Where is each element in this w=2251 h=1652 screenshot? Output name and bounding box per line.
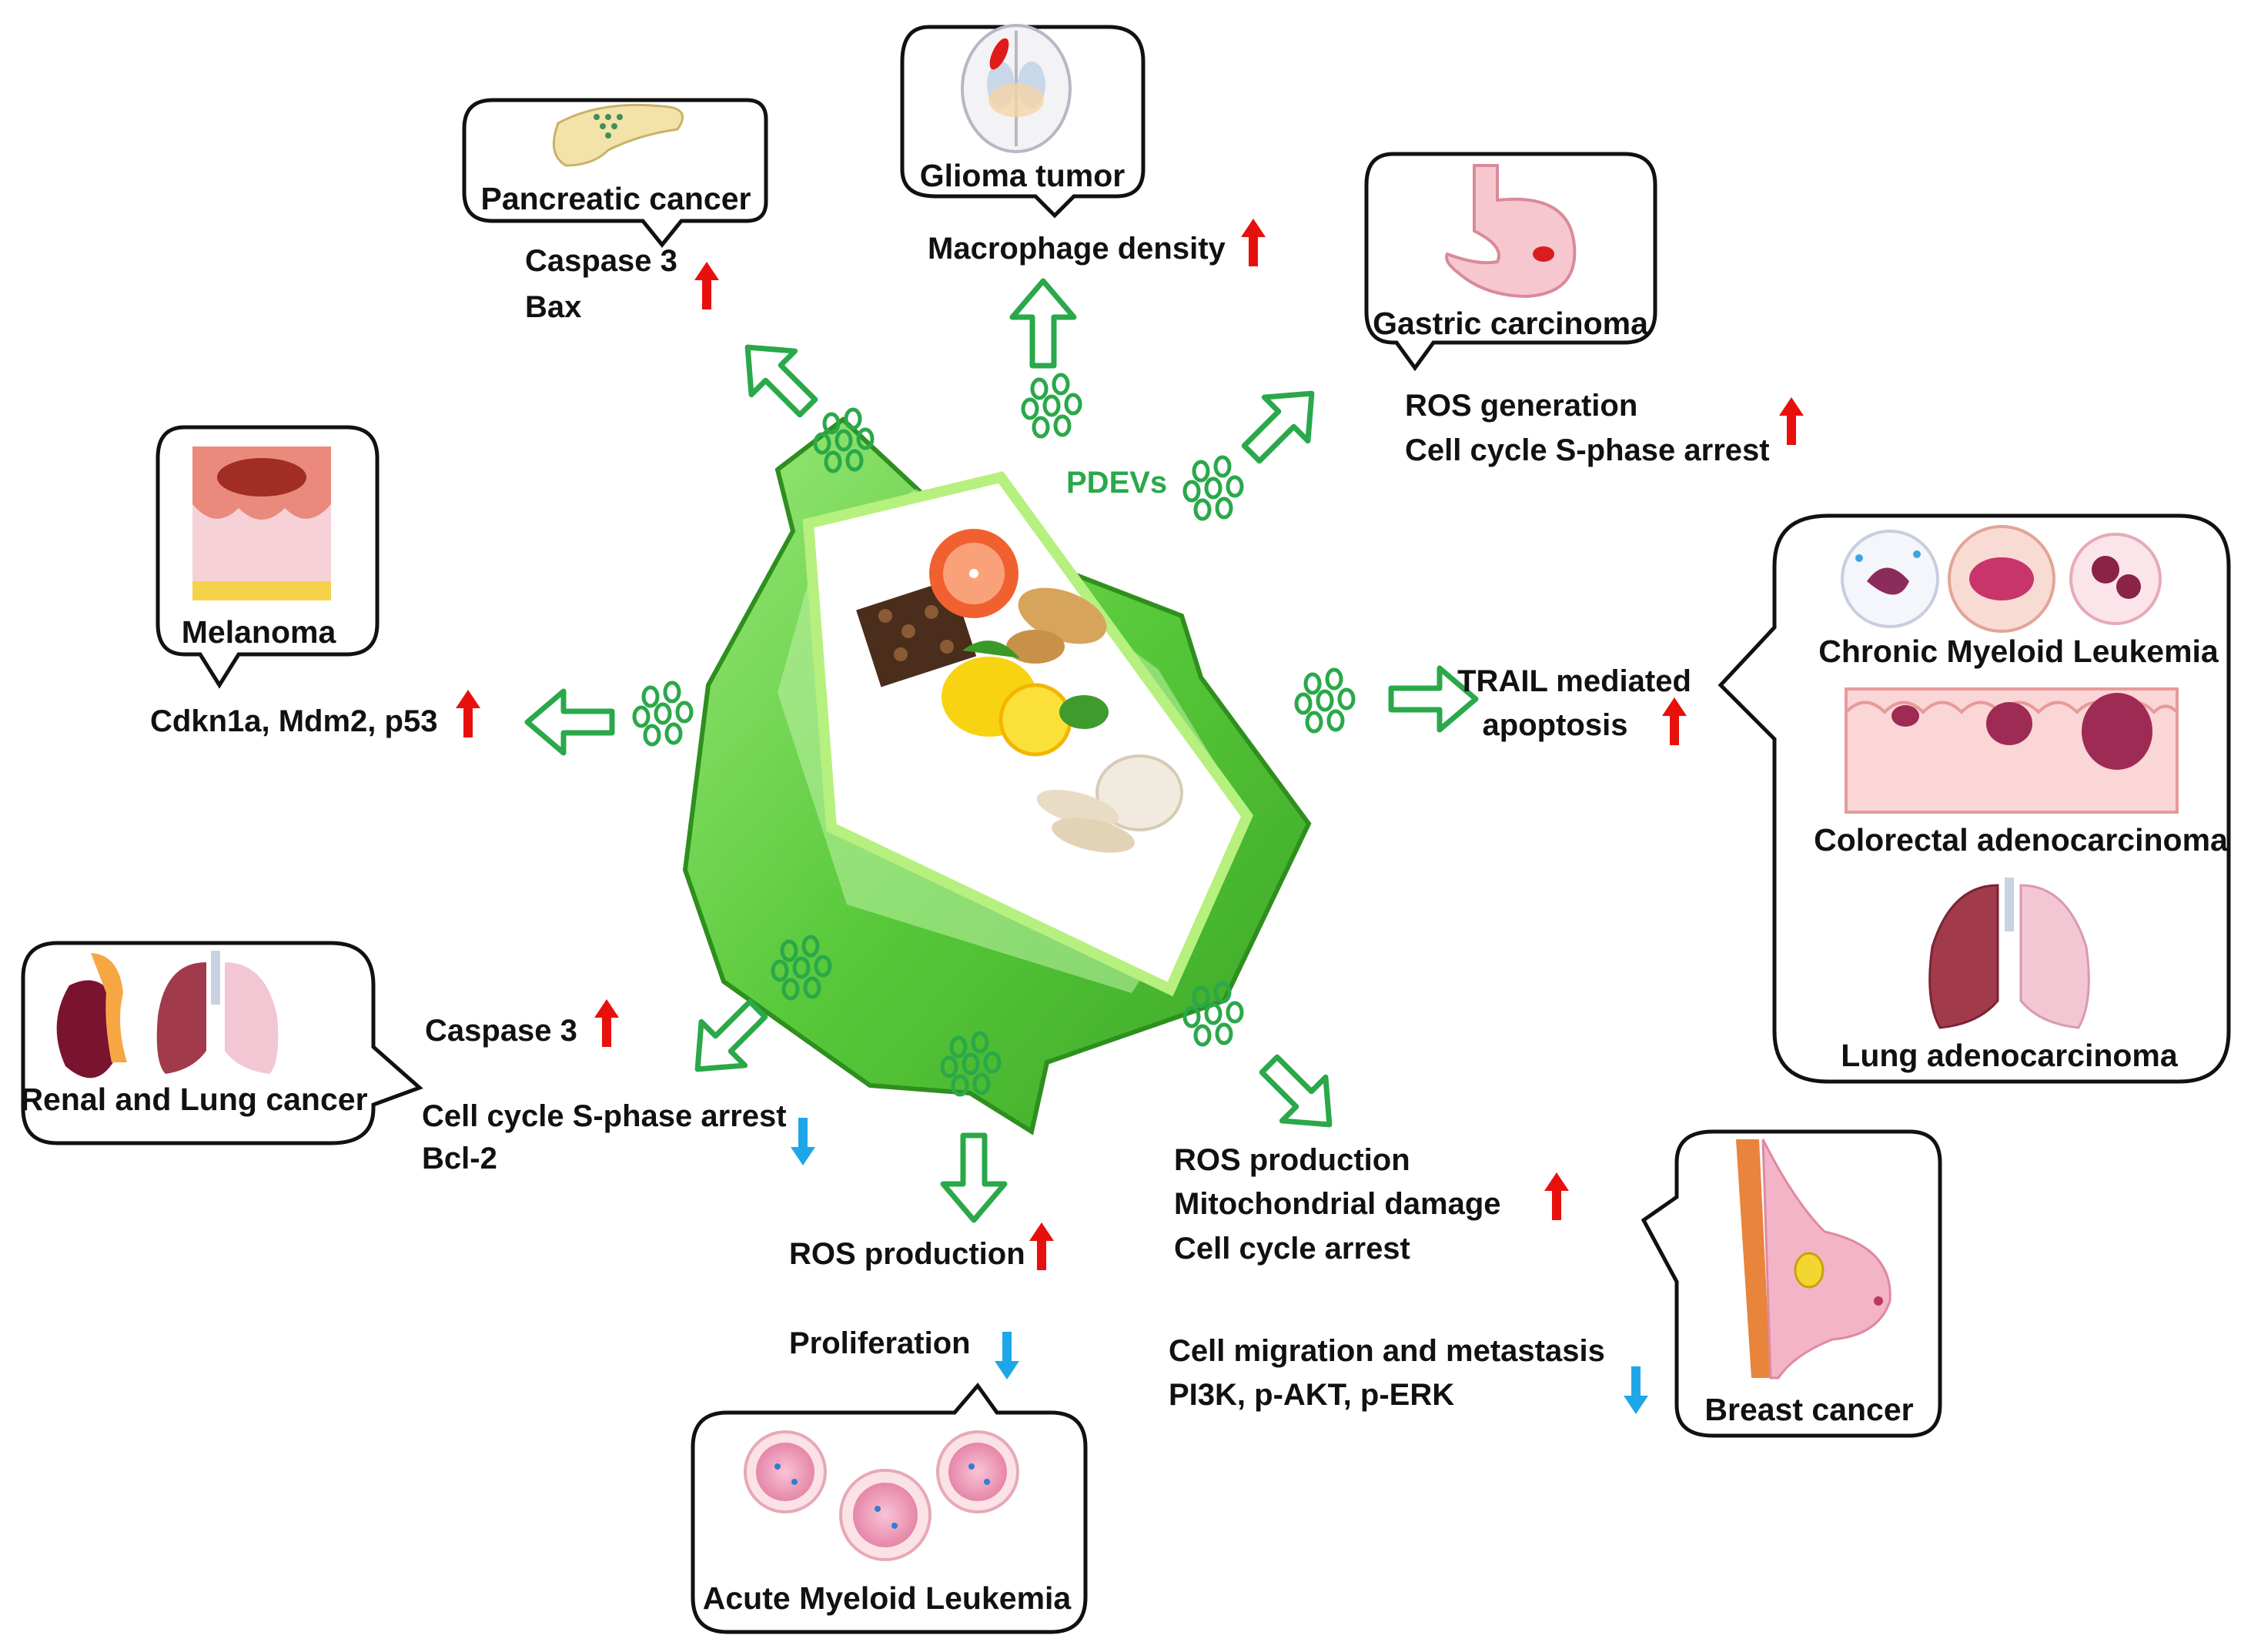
glioma-label: Glioma tumor — [920, 158, 1126, 193]
vesicle-cluster — [634, 683, 691, 744]
pancreatic-callout: Pancreatic cancer — [462, 98, 768, 248]
gastric-callout: Gastric carcinoma — [1364, 152, 1657, 372]
vesicle-cluster — [1296, 670, 1353, 731]
breast-icon — [1736, 1139, 1891, 1379]
renal-lung-callout: Renal and Lung cancer — [20, 941, 423, 1145]
arrow-to-pancreatic — [726, 326, 829, 429]
lung-adeno-label: Lung adenocarcinoma — [1841, 1038, 2179, 1073]
renal-down-effect-2: Bcl-2 — [422, 1142, 497, 1175]
renal-down-effect-1: Cell cycle S-phase arrest — [422, 1099, 787, 1133]
breast-up-effect-2: Mitochondrial damage — [1174, 1187, 1501, 1221]
gastric-effect-1: ROS generation — [1405, 389, 1637, 423]
lung-icon — [156, 951, 279, 1074]
arrow-to-melanoma — [527, 691, 612, 753]
breast-callout: Breast cancer — [1641, 1129, 1942, 1438]
up-arrow-icon — [594, 999, 619, 1047]
up-arrow-icon — [1662, 697, 1687, 745]
aml-down-effect-1: Proliferation — [789, 1326, 971, 1360]
down-arrow-icon — [995, 1332, 1019, 1379]
blood-cell-icon — [1841, 525, 2162, 633]
down-arrow-icon — [791, 1118, 815, 1165]
trail-effect-1: TRAIL mediated — [1457, 664, 1691, 698]
up-arrow-icon — [1544, 1172, 1569, 1220]
pancreatic-effect-1: Caspase 3 — [525, 244, 677, 278]
plant-cell — [682, 416, 1312, 1135]
up-arrow-icon — [1241, 219, 1266, 266]
breast-up-effect-1: ROS production — [1174, 1143, 1410, 1177]
breast-down-effect-1: Cell migration and metastasis — [1169, 1334, 1605, 1368]
breast-label: Breast cancer — [1704, 1392, 1913, 1427]
colon-icon — [1845, 687, 2179, 814]
melanoma-label: Melanoma — [182, 614, 337, 650]
arrow-to-gastric — [1230, 372, 1333, 475]
colorectal-label: Colorectal adenocarcinoma — [1814, 822, 2229, 858]
trail-callout: Chronic Myeloid Leukemia Colorectal aden… — [1718, 513, 2231, 1084]
arrow-to-aml — [943, 1135, 1005, 1220]
lung-icon — [1928, 878, 2090, 1029]
gastric-effect-2: Cell cycle S-phase arrest — [1405, 433, 1770, 467]
pdev-label: PDEVs — [1066, 466, 1167, 500]
up-arrow-icon — [456, 690, 480, 737]
up-arrow-icon — [694, 262, 719, 309]
pancreatic-label: Pancreatic cancer — [480, 181, 751, 216]
aml-up-effect-1: ROS production — [789, 1237, 1025, 1271]
breast-up-effect-3: Cell cycle arrest — [1174, 1232, 1410, 1266]
brain-icon — [961, 24, 1072, 153]
breast-down-effect-2: PI3K, p-AKT, p-ERK — [1169, 1378, 1454, 1412]
melanoma-callout: Melanoma — [156, 425, 380, 689]
arrow-to-glioma — [1012, 281, 1074, 366]
down-arrow-icon — [1624, 1366, 1648, 1414]
renal-lung-label: Renal and Lung cancer — [20, 1082, 367, 1117]
aml-callout: Acute Myeloid Leukemia — [691, 1382, 1088, 1634]
up-arrow-icon — [1029, 1222, 1054, 1270]
vesicle-cluster — [1185, 457, 1242, 519]
glioma-effect-1: Macrophage density — [928, 232, 1226, 266]
pancreatic-effect-2: Bax — [525, 290, 581, 324]
up-arrow-icon — [1779, 397, 1804, 445]
vesicle-cluster — [1023, 375, 1080, 436]
kidney-icon — [56, 953, 127, 1078]
gastric-label: Gastric carcinoma — [1373, 306, 1649, 341]
pancreas-icon — [552, 103, 684, 167]
trail-effect-2: apoptosis — [1483, 708, 1628, 742]
arrow-to-breast — [1248, 1043, 1351, 1146]
renal-up-effect-1: Caspase 3 — [425, 1014, 577, 1048]
aml-label: Acute Myeloid Leukemia — [703, 1580, 1072, 1616]
glioma-callout: Glioma tumor — [900, 24, 1146, 219]
cml-label: Chronic Myeloid Leukemia — [1818, 634, 2219, 669]
skin-icon — [192, 446, 331, 600]
stomach-icon — [1445, 164, 1577, 299]
melanoma-effect-1: Cdkn1a, Mdm2, p53 — [150, 704, 437, 738]
fruit-icon — [856, 529, 1183, 853]
blood-cell-icon — [744, 1430, 1019, 1561]
